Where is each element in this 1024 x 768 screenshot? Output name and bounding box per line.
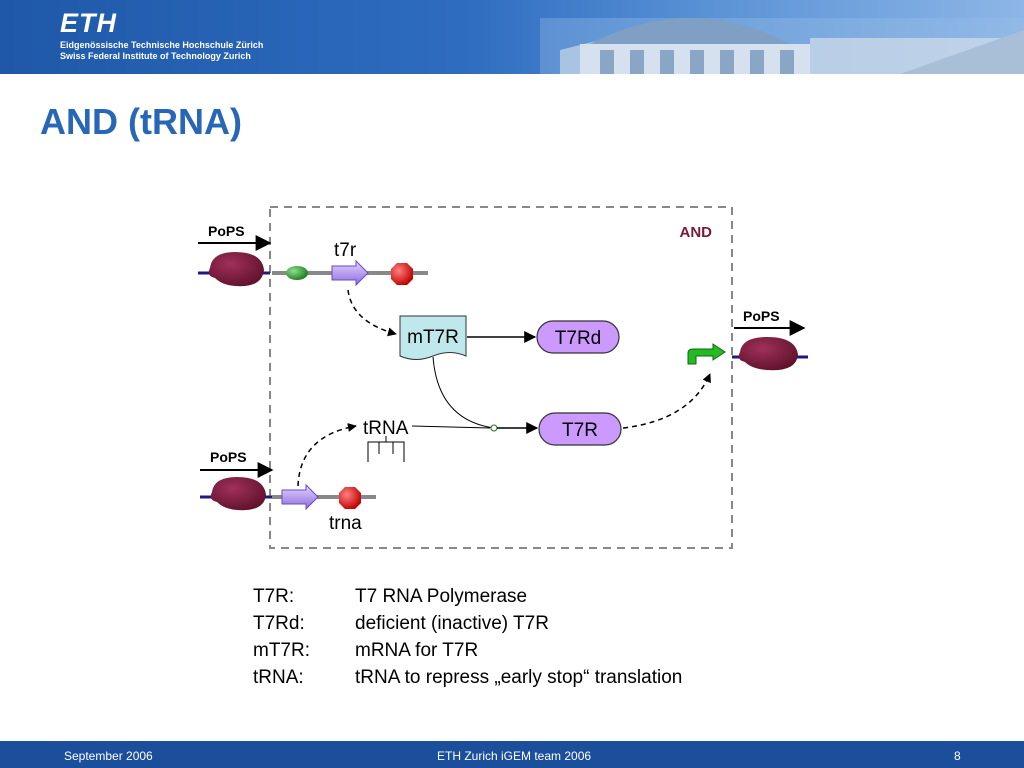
and-device-boundary (269, 206, 733, 549)
trna-label: tRNA (363, 418, 409, 439)
mrna-mt7r-label: mT7R (407, 327, 459, 348)
input-bottom-device-icon (210, 477, 266, 511)
definition-text: tRNA to repress „early stop“ translation (355, 667, 683, 688)
definition-term: T7Rd: (253, 613, 305, 634)
footer-date: September 2006 (64, 749, 153, 763)
footer-bar: September 2006 ETH Zurich iGEM team 2006… (0, 741, 1024, 768)
protein-t7rd-label: T7Rd (555, 328, 601, 349)
mrna-to-junction-line (432, 356, 495, 429)
pops-output-label: PoPS (743, 308, 780, 324)
activation-arrow-output (622, 373, 711, 429)
institution-name-english: Swiss Federal Institute of Technology Zu… (60, 51, 251, 61)
trna-to-junction-line (411, 425, 491, 429)
protein-t7r-label: T7R (562, 420, 598, 441)
definition-row: mT7R: mRNA for T7R (253, 637, 682, 664)
output-promoter-icon (687, 343, 726, 365)
institution-name-german: Eidgenössische Technische Hochschule Zür… (60, 40, 264, 50)
definition-row: tRNA: tRNA to repress „early stop“ trans… (253, 664, 682, 691)
trna-structure-icon (367, 436, 405, 462)
pops-input-bottom-label: PoPS (210, 449, 247, 465)
eth-logo: ETH (60, 8, 117, 38)
protein-t7r-shape (538, 412, 622, 446)
t7r-coding-arrow-icon (331, 259, 369, 287)
building-illustration (540, 18, 1024, 74)
transcription-arrow-bottom (297, 422, 357, 487)
header-banner: ETH Eidgenössische Technische Hochschule… (0, 0, 1024, 74)
page-number: 8 (954, 749, 961, 763)
gene-trna-label: trna (329, 513, 362, 534)
trna-coding-arrow-icon (281, 483, 319, 511)
definitions-list: T7R: T7 RNA Polymerase T7Rd: deficient (… (253, 583, 682, 691)
terminator-top-icon (391, 263, 413, 285)
slide-title: AND (tRNA) (40, 101, 242, 142)
input-top-device-icon (208, 252, 264, 287)
pops-input-top-label: PoPS (208, 223, 245, 239)
definition-row: T7R: T7 RNA Polymerase (253, 583, 682, 610)
definition-row: T7Rd: deficient (inactive) T7R (253, 610, 682, 637)
definition-text: T7 RNA Polymerase (355, 586, 528, 607)
transcription-arrow-top (347, 289, 397, 337)
definition-text: mRNA for T7R (355, 640, 479, 661)
mrna-mt7r-shape (399, 315, 467, 360)
definition-term: tRNA: (253, 667, 304, 688)
junction-node (490, 424, 498, 432)
definition-term: T7R: (253, 586, 295, 607)
output-device-icon (738, 337, 798, 371)
definition-text: deficient (inactive) T7R (355, 613, 549, 634)
definition-term: mT7R: (253, 640, 310, 661)
and-box-label: AND (680, 224, 713, 241)
gene-t7r-label: t7r (334, 240, 357, 261)
rbs-top-icon (286, 266, 308, 280)
footer-team: ETH Zurich iGEM team 2006 (437, 749, 592, 763)
terminator-bottom-icon (339, 487, 361, 509)
protein-t7rd-shape (536, 320, 620, 354)
